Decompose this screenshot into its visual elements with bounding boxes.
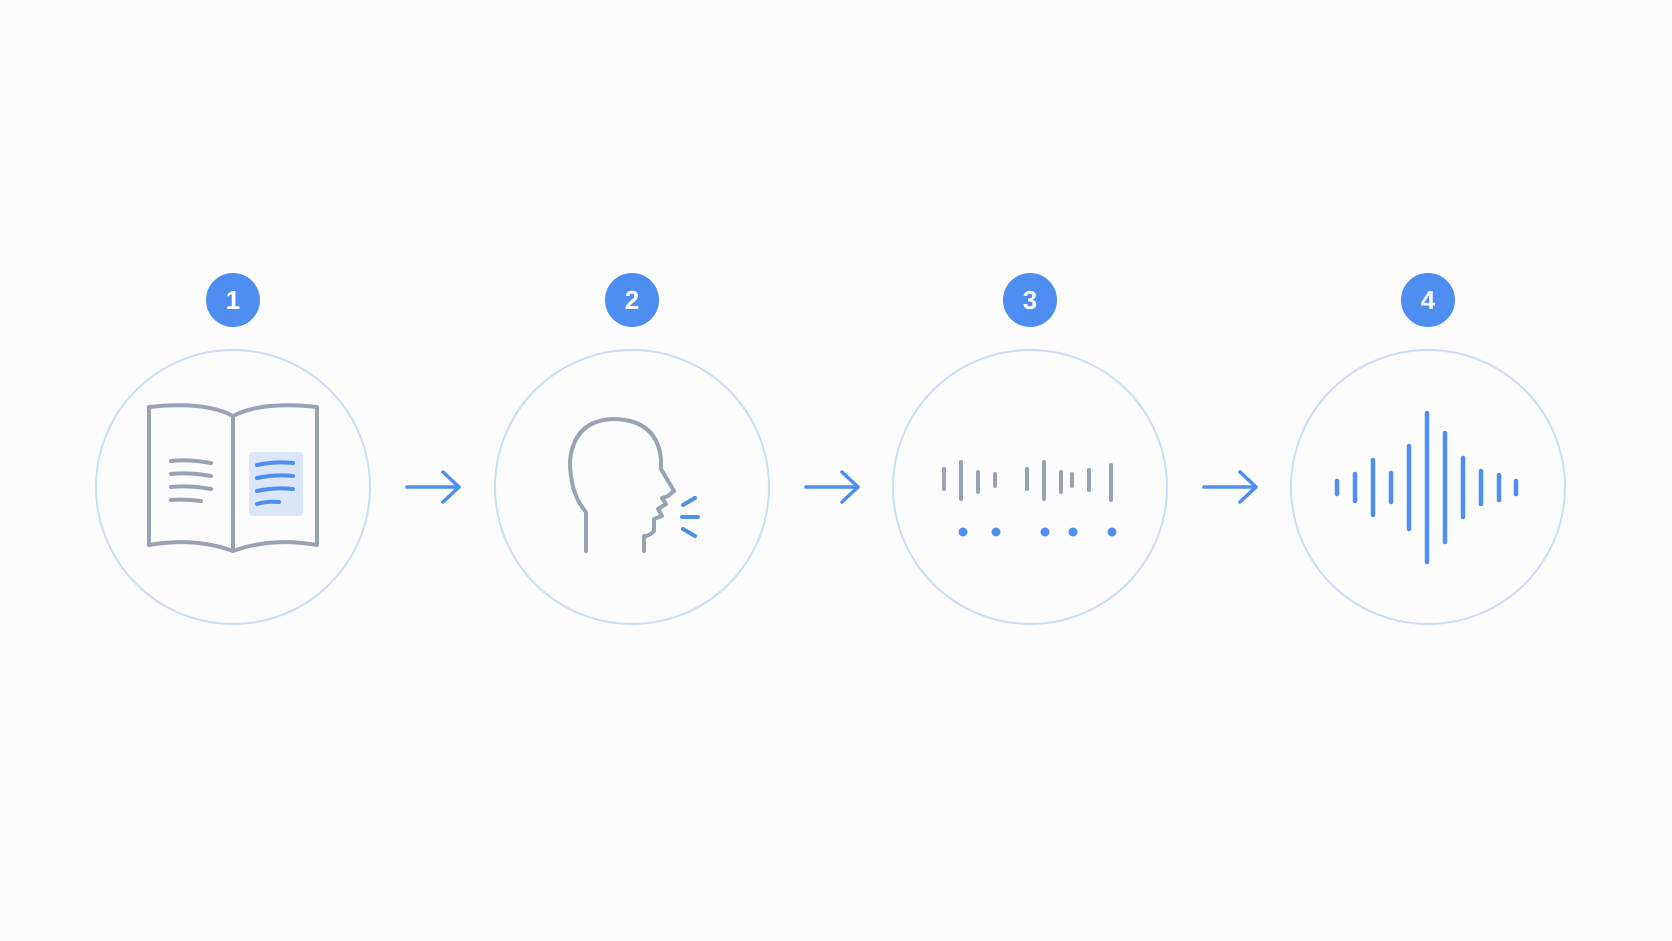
step-1: 1 [93,0,373,941]
audio-waveform-icon [1334,410,1519,565]
step-2: 2 [492,0,772,941]
step-circle [1290,349,1566,625]
step-circle [892,349,1168,625]
step-circle [494,349,770,625]
arrow-right-icon [1202,470,1258,504]
open-book-icon [147,403,319,553]
step-number-badge: 2 [605,273,659,327]
step-number-badge: 4 [1401,273,1455,327]
step-4: 4 [1288,0,1568,941]
arrow-right-icon [405,470,461,504]
arrow-right-icon [804,470,860,504]
step-3: 3 [890,0,1170,941]
step-number-badge: 1 [206,273,260,327]
step-number-badge: 3 [1003,273,1057,327]
phoneme-bars-icon [942,460,1117,537]
speaking-head-icon [568,417,700,553]
step-circle [95,349,371,625]
